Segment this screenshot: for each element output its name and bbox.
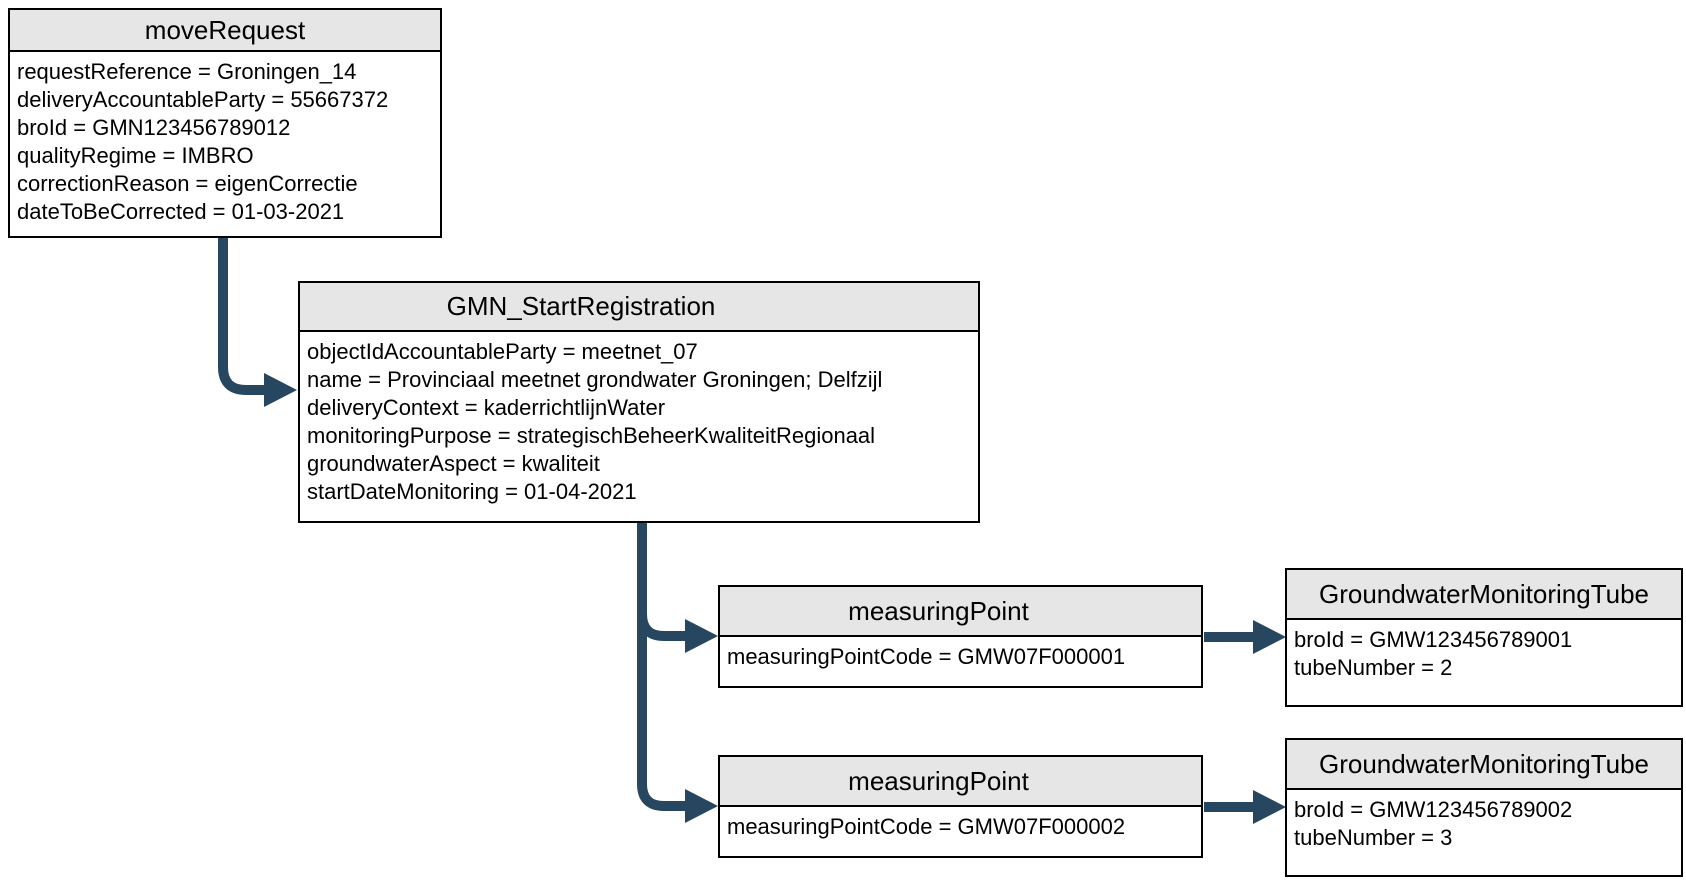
box-groundwatermonitoringtube-2: GroundwaterMonitoringTube broId = GMW123…	[1285, 738, 1683, 877]
attribute-line: tubeNumber = 2	[1294, 655, 1453, 680]
box-groundwatermonitoringtube-1: GroundwaterMonitoringTube broId = GMW123…	[1285, 568, 1683, 707]
arrowhead-icon	[264, 373, 297, 407]
attribute-line: broId = GMW123456789002	[1294, 797, 1573, 822]
attribute-line: tubeNumber = 3	[1294, 825, 1453, 850]
box-measuringpoint-2: measuringPoint measuringPointCode = GMW0…	[718, 755, 1203, 858]
box-groundwatermonitoringtube-2-body: broId = GMW123456789002 tubeNumber = 3	[1287, 790, 1681, 875]
attribute-line: deliveryAccountableParty = 55667372	[17, 87, 389, 112]
arrow-measuringpoint1-to-tube1	[1204, 620, 1286, 654]
box-measuringpoint-1-body: measuringPointCode = GMW07F000001	[720, 637, 1201, 686]
arrow-gmn-to-measuringpoint-2	[637, 522, 718, 823]
box-groundwatermonitoringtube-1-body: broId = GMW123456789001 tubeNumber = 2	[1287, 620, 1681, 705]
attribute-line: measuringPointCode = GMW07F000001	[727, 644, 1126, 669]
box-gmn-startregistration: GMN_StartRegistration objectIdAccountabl…	[298, 281, 980, 523]
box-groundwatermonitoringtube-2-title: GroundwaterMonitoringTube	[1287, 740, 1681, 790]
attribute-line: correctionReason = eigenCorrectie	[17, 171, 358, 196]
attribute-line: measuringPointCode = GMW07F000002	[727, 814, 1126, 839]
box-measuringpoint-2-body: measuringPointCode = GMW07F000002	[720, 807, 1201, 856]
arrow-elbow-line	[218, 237, 265, 395]
box-measuringpoint-1: measuringPoint measuringPointCode = GMW0…	[718, 585, 1203, 688]
attribute-line: dateToBeCorrected = 01-03-2021	[17, 199, 345, 224]
arrowhead-icon	[685, 619, 718, 653]
arrowhead-icon	[685, 789, 718, 823]
attribute-line: requestReference = Groningen_14	[17, 59, 357, 84]
attribute-line: name = Provinciaal meetnet grondwater Gr…	[307, 367, 883, 392]
attribute-line: broId = GMW123456789001	[1294, 627, 1573, 652]
attribute-line: groundwaterAspect = kwaliteit	[307, 451, 600, 476]
box-groundwatermonitoringtube-1-title: GroundwaterMonitoringTube	[1287, 570, 1681, 620]
arrow-elbow-line	[637, 522, 686, 641]
attribute-line: broId = GMN123456789012	[17, 115, 291, 140]
box-measuringpoint-1-title: measuringPoint	[720, 587, 1201, 637]
attribute-line: objectIdAccountableParty = meetnet_07	[307, 339, 698, 364]
arrow-elbow-line	[637, 522, 686, 811]
box-moverequest-body: requestReference = Groningen_14 delivery…	[10, 52, 440, 236]
attribute-line: qualityRegime = IMBRO	[17, 143, 254, 168]
attribute-line: startDateMonitoring = 01-04-2021	[307, 479, 637, 504]
arrow-moverequest-to-gmnstartregistration	[218, 237, 297, 407]
attribute-line: deliveryContext = kaderrichtlijnWater	[307, 395, 666, 420]
arrow-measuringpoint2-to-tube2	[1204, 790, 1286, 824]
arrowhead-icon	[1253, 620, 1286, 654]
box-moverequest: moveRequest requestReference = Groningen…	[8, 8, 442, 238]
box-gmn-startregistration-body: objectIdAccountableParty = meetnet_07 na…	[300, 332, 978, 521]
box-measuringpoint-2-title: measuringPoint	[720, 757, 1201, 807]
box-moverequest-title: moveRequest	[10, 10, 440, 52]
arrowhead-icon	[1253, 790, 1286, 824]
arrow-gmn-to-measuringpoint-1	[637, 522, 718, 653]
box-gmn-startregistration-title: GMN_StartRegistration	[300, 283, 978, 332]
attribute-line: monitoringPurpose = strategischBeheerKwa…	[307, 423, 876, 448]
